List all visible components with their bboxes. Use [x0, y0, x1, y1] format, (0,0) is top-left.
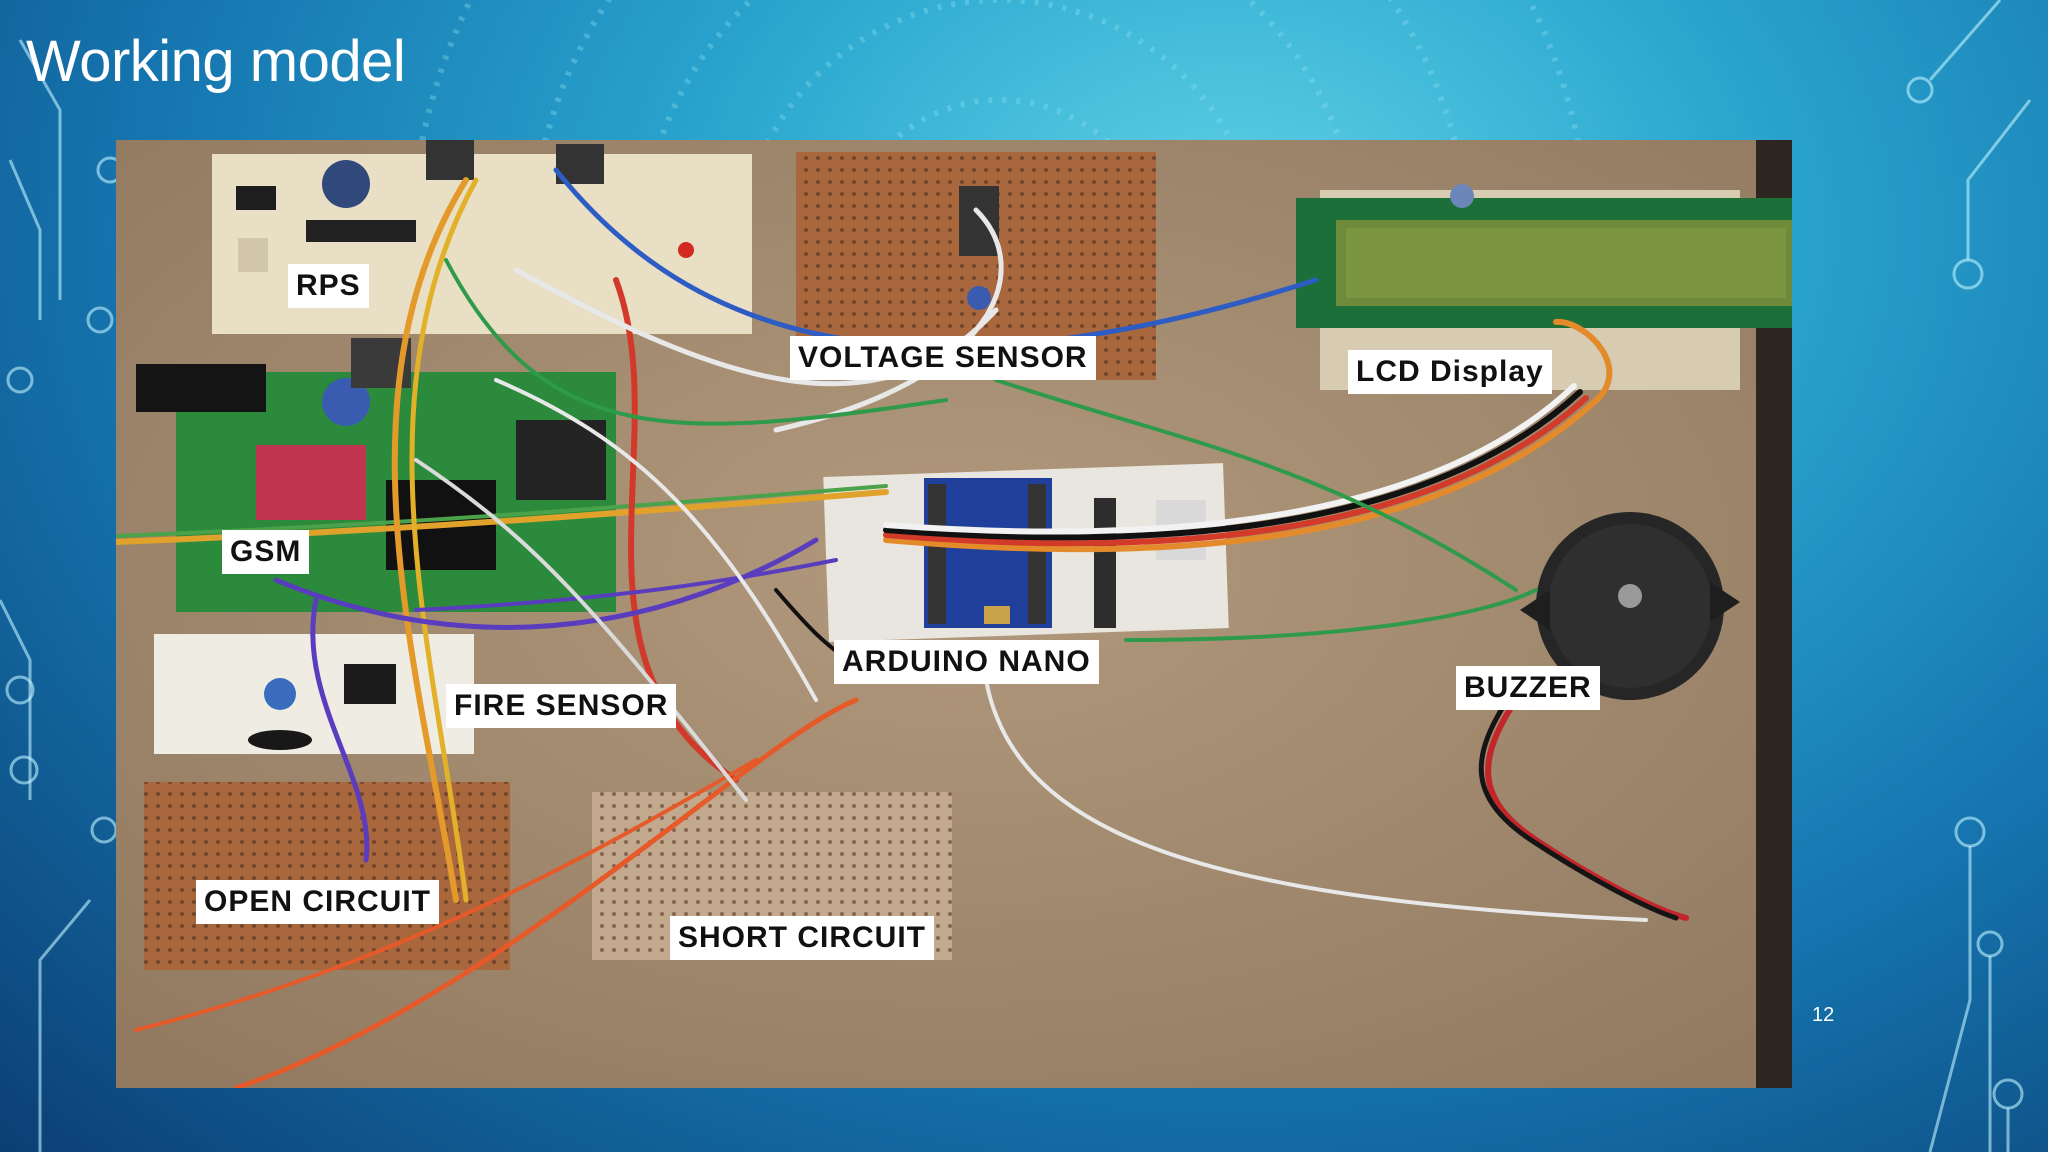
label-lcd-display: LCD Display — [1348, 350, 1552, 394]
working-model-photo: RPS VOLTAGE SENSOR LCD Display GSM ARDUI… — [116, 140, 1792, 1088]
buzzer-device — [1520, 512, 1740, 700]
hardware-illustration — [116, 140, 1792, 1088]
page-number: 12 — [1812, 1004, 1835, 1026]
label-gsm: GSM — [222, 530, 310, 574]
label-voltage-sensor: VOLTAGE SENSOR — [790, 336, 1096, 380]
lcd-module — [1296, 184, 1792, 390]
open-circuit-board — [144, 782, 510, 970]
label-short-circuit: SHORT CIRCUIT — [670, 916, 934, 960]
label-open-circuit: OPEN CIRCUIT — [196, 880, 440, 924]
label-arduino-nano: ARDUINO NANO — [834, 640, 1099, 684]
label-fire-sensor: FIRE SENSOR — [446, 684, 677, 728]
label-buzzer: BUZZER — [1456, 666, 1600, 710]
slide-title: Working model — [26, 29, 406, 94]
label-rps: RPS — [288, 264, 369, 308]
